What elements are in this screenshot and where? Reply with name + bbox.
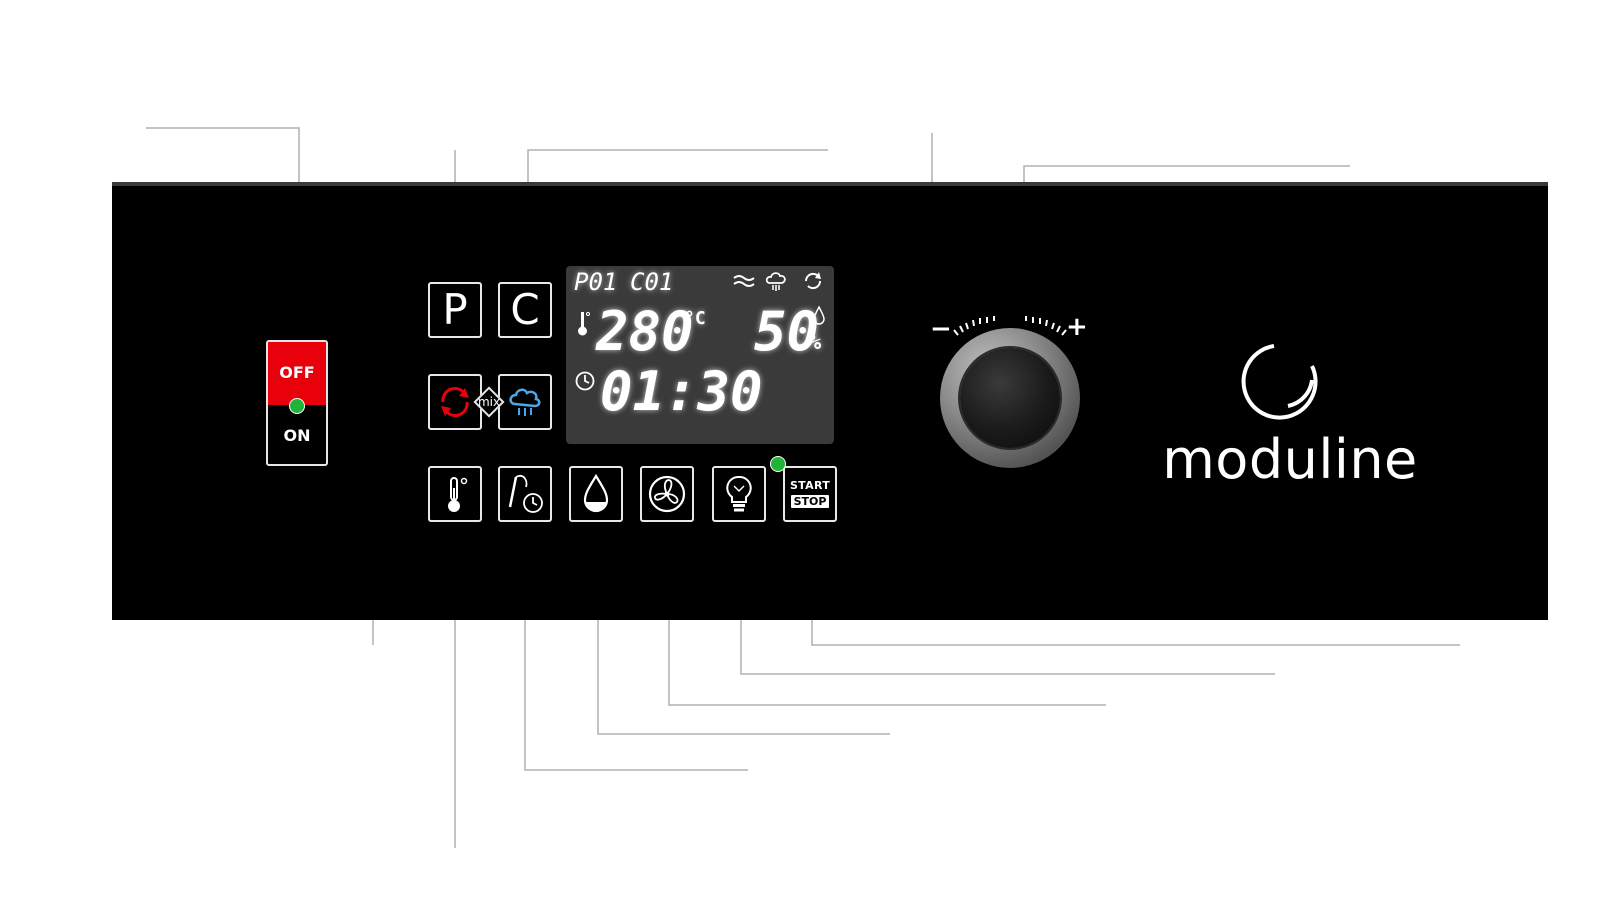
knob-plus-label: + — [1066, 312, 1088, 342]
leader-line-probe — [524, 575, 748, 771]
brand-name: moduline — [1162, 428, 1418, 491]
lcd-humidity-unit: % — [808, 330, 822, 355]
stop-label: STOP — [790, 495, 830, 508]
probe-timer-button[interactable] — [498, 466, 552, 522]
logo-icon — [1241, 344, 1318, 420]
fan-button[interactable] — [640, 466, 694, 522]
program-button[interactable]: P — [428, 282, 482, 338]
power-switch-on-label: ON — [283, 426, 311, 445]
start-stop-button[interactable]: START STOP — [783, 466, 837, 522]
convection-icon — [441, 387, 469, 417]
lcd-clock-icon — [575, 371, 595, 391]
drop-icon — [583, 473, 609, 513]
thermometer-icon — [448, 477, 468, 512]
mix-badge-label: mix — [477, 395, 501, 409]
lcd-program: P01 — [574, 268, 618, 296]
mix-mode-badge[interactable]: mix — [473, 386, 505, 418]
steam-button[interactable] — [498, 374, 552, 430]
lcd-temperature: 280 — [596, 300, 694, 363]
cycle-button-label: C — [510, 285, 540, 334]
steam-icon — [509, 388, 541, 416]
leader-line-humidity — [597, 575, 890, 735]
lcd-humidity: 50 — [754, 300, 820, 363]
humidity-button[interactable] — [569, 466, 623, 522]
lcd-cycle-icon — [804, 272, 822, 290]
lcd-drop-icon — [813, 306, 825, 325]
program-button-label: P — [442, 285, 468, 334]
lcd-steam-icon — [765, 272, 786, 291]
cycle-button[interactable]: C — [498, 282, 552, 338]
light-button[interactable] — [712, 466, 766, 522]
convection-button[interactable] — [428, 374, 482, 430]
control-knob[interactable]: − + — [930, 308, 1090, 478]
start-label: START — [789, 479, 831, 492]
power-switch-off-label: OFF — [268, 342, 326, 405]
lcd-wave-icon — [733, 275, 755, 287]
knob-cap — [960, 348, 1060, 448]
lcd-display: P01 C01 280 °C 50 % 01:30 — [566, 266, 834, 444]
knob-minus-label: − — [930, 314, 952, 344]
lcd-thermometer-icon — [578, 312, 590, 336]
temperature-button[interactable] — [428, 466, 482, 522]
start-led — [770, 456, 786, 472]
lcd-cycle: C01 — [630, 268, 674, 296]
lamp-icon — [726, 475, 752, 512]
knob-scale — [953, 316, 1067, 336]
fan-icon — [648, 475, 686, 513]
lcd-time: 01:30 — [600, 360, 763, 423]
power-switch[interactable]: OFF ON — [266, 340, 328, 466]
lcd-temperature-unit: °C — [684, 308, 706, 329]
probe-timer-icon — [508, 475, 543, 513]
power-led — [289, 398, 305, 414]
